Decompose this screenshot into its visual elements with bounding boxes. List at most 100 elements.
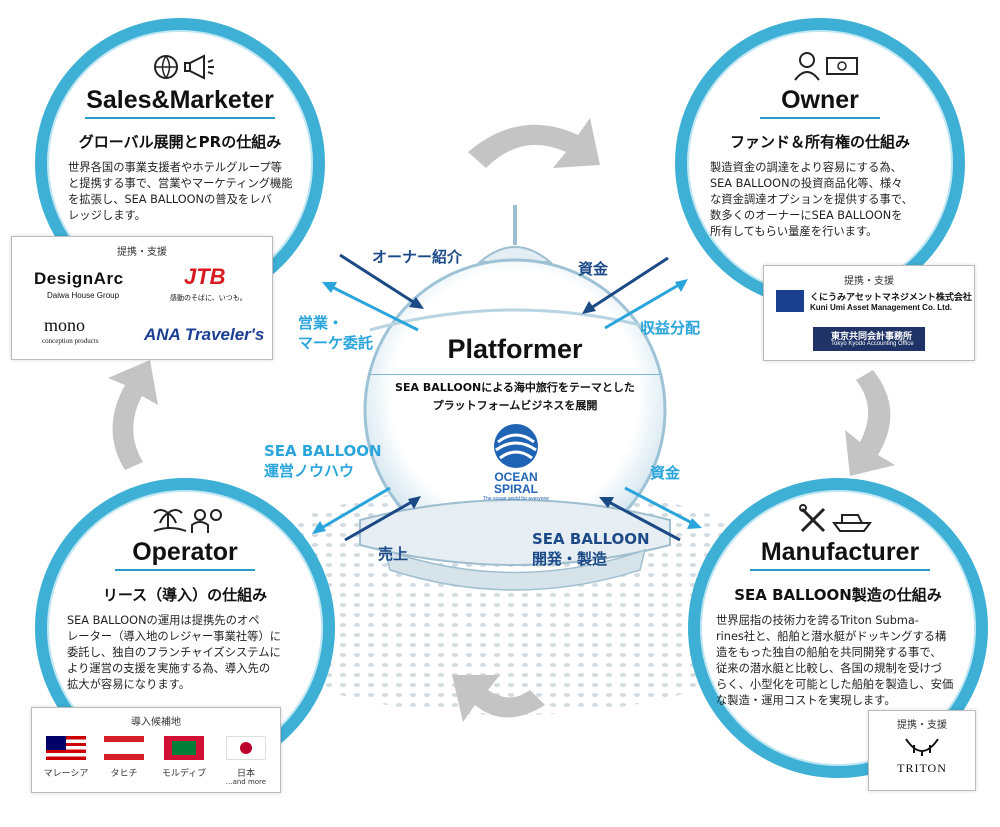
desc-line: 拡大が容易になります。 xyxy=(67,678,191,691)
desc-line: 世界屈指の技術力を誇るTriton Subma- xyxy=(716,614,919,627)
desc-line: 造をもった独自の船舶を共同開発する事で、 xyxy=(716,646,942,659)
mono-logo: mono xyxy=(44,315,86,335)
desc-line: 所有してもらい量産を行います。 xyxy=(710,225,878,238)
sales-description: 世界各国の事業支援者やホテルグループ等 と提携する事で、営業やマーケティング機能… xyxy=(68,160,308,224)
kuniumi-name-en: Kuni Umi Asset Management Co. Ltd. xyxy=(810,303,952,312)
triton-emblem xyxy=(905,738,939,756)
maldives-flag xyxy=(164,736,204,760)
logo-line: SPIRAL xyxy=(493,482,538,496)
mono-sub: conception products xyxy=(42,337,99,345)
desc-line: rines社と、船舶と潜水艇がドッキングする構 xyxy=(716,630,947,643)
flag-label-tahiti: タヒチ xyxy=(110,769,138,779)
and-more-label: ...and more xyxy=(225,778,267,786)
operator-candidates-box: 導入候補地 マレーシア タヒチ モルディブ 日本 ...and more xyxy=(31,707,281,793)
cycle-arrow-left xyxy=(108,360,158,470)
sales-icons xyxy=(152,52,222,80)
malaysia-flag xyxy=(46,736,86,760)
flow-sales-commission: 営業・ マーケ委託 xyxy=(298,313,373,353)
kuniumi-name-jp: くにうみアセットマネジメント株式会社 xyxy=(810,292,972,302)
desc-line: と提携する事で、営業やマーケティング機能 xyxy=(68,177,293,190)
tahiti-flag xyxy=(104,736,144,760)
platformer-title: Platformer xyxy=(447,334,583,364)
sales-title: Sales&Marketer xyxy=(85,86,275,119)
desc-line: らく、小型化を可能とした船舶を製造し、安価 xyxy=(716,678,954,691)
flag-label-japan: 日本 xyxy=(236,769,255,779)
flow-line: SEA BALLOON xyxy=(264,442,382,460)
platformer-description: SEA BALLOONによる海中旅行をテーマとした プラットフォームビジネスを展… xyxy=(370,374,660,415)
flag-label-malaysia: マレーシア xyxy=(43,769,89,779)
flow-line: 営業・ xyxy=(298,314,344,332)
triton-logo: TRITON xyxy=(897,761,947,775)
flow-line: SEA BALLOON xyxy=(532,530,650,548)
desc-line: SEA BALLOONの投資商品化等、様々 xyxy=(710,177,903,190)
cycle-arrow-top xyxy=(468,118,600,168)
jtb-tagline: 感動のそばに、いつも。 xyxy=(170,295,247,302)
desc-line: より運営の支援を実施する為、導入先の xyxy=(67,662,271,675)
designarc-logo: DesignArc xyxy=(34,269,124,288)
desc-line: 従来の潜水艇と比較し、各国の規制を受けづ xyxy=(716,662,942,675)
flow-operations-knowhow: SEA BALLOON 運営ノウハウ xyxy=(264,441,382,481)
flow-profit-share: 収益分配 xyxy=(640,319,701,337)
owner-subtitle: ファンド＆所有権の仕組み xyxy=(729,133,910,151)
flow-line: マーケ委託 xyxy=(298,334,374,352)
manufacturer-subtitle: SEA BALLOON製造の仕組み xyxy=(734,586,942,604)
sea-balloon-graphic xyxy=(359,205,671,591)
desc-line: 製造資金の調達をより容易にする為、 xyxy=(710,161,902,174)
logo-tagline: The ocean world for everyone xyxy=(482,496,550,502)
operator-title: Operator xyxy=(115,538,255,571)
sales-subtitle: グローバル展開とPRの仕組み xyxy=(78,133,282,151)
desc-line: レーター（導入地のレジャー事業社等）に xyxy=(67,630,282,643)
daiwa-logo: Daiwa House Group xyxy=(47,291,120,300)
manufacturer-partners-box: 提携・支援 TRITON xyxy=(868,710,976,791)
partners-title: 提携・支援 xyxy=(117,247,167,258)
kuniumi-mark xyxy=(776,290,804,312)
operator-subtitle: リース（導入）の仕組み xyxy=(102,586,268,604)
manufacturer-description: 世界屈指の技術力を誇るTriton Subma- rines社と、船舶と潜水艇が… xyxy=(716,613,971,709)
cycle-arrow-right xyxy=(845,370,895,476)
flow-development: SEA BALLOON 開発・製造 xyxy=(532,529,650,569)
desc-line: な資金調達オプションを提供する事で、 xyxy=(710,193,913,206)
flow-funds-bottom: 資金 xyxy=(650,464,681,482)
palm-island-icon xyxy=(153,509,187,532)
flow-sales-revenue: 売上 xyxy=(378,545,409,563)
flow-line: 開発・製造 xyxy=(532,550,608,568)
globe-pin-icon xyxy=(154,55,178,80)
flag-label-maldives: モルディブ xyxy=(161,769,207,779)
person-icon xyxy=(794,52,820,81)
desc-line: レッジします。 xyxy=(68,209,146,222)
desc-line: 数多くのオーナーにSEA BALLOONを xyxy=(710,209,903,222)
owner-icons xyxy=(793,50,863,82)
desc-line: SEA BALLOONによる海中旅行をテーマとした xyxy=(395,381,635,394)
desc-line: な製造・運用コストを実現します。 xyxy=(716,694,896,707)
sales-partners-box: 提携・支援 DesignArc Daiwa House Group JTB 感動… xyxy=(11,236,273,360)
owner-description: 製造資金の調達をより容易にする為、 SEA BALLOONの投資商品化等、様々 … xyxy=(710,160,950,240)
ocean-spiral-logo: OCEAN SPIRAL The ocean world for everyon… xyxy=(470,471,562,503)
megaphone-icon xyxy=(184,54,214,80)
desc-line: プラットフォームビジネスを展開 xyxy=(432,399,598,412)
ana-logo: ANA Traveler's xyxy=(144,325,265,344)
operator-icons xyxy=(150,503,224,535)
cycle-arrow-bottom xyxy=(452,675,545,722)
owner-partners-box: 提携・支援 くにうみアセットマネジメント株式会社 Kuni Umi Asset … xyxy=(763,265,975,361)
flow-owner-intro: オーナー紹介 xyxy=(372,248,463,266)
desc-line: 世界各国の事業支援者やホテルグループ等 xyxy=(68,161,282,174)
partners-title: 提携・支援 xyxy=(897,720,947,731)
desc-line: 委託し、独自のフランチャイズシステムに xyxy=(67,646,281,659)
manufacturer-icons xyxy=(798,503,872,535)
manufacturer-title: Manufacturer xyxy=(750,538,930,571)
tools-icon xyxy=(799,504,826,533)
logo-line: OCEAN xyxy=(494,470,538,484)
candidates-title: 導入候補地 xyxy=(131,717,181,728)
flow-arrows xyxy=(312,253,702,542)
tokyo-kyodo-name-jp: 東京共同会計事務所 xyxy=(831,331,913,341)
partners-title: 提携・支援 xyxy=(844,276,894,287)
flow-funds-top: 資金 xyxy=(578,260,609,278)
tokyo-kyodo-name-en: Tokyo Kyodo Accounting Office xyxy=(831,341,914,347)
staff-icon xyxy=(191,509,222,533)
japan-flag xyxy=(226,736,266,760)
tokyo-kyodo-logo: 東京共同会計事務所 Tokyo Kyodo Accounting Office xyxy=(813,327,925,351)
operator-description: SEA BALLOONの運用は提携先のオペ レーター（導入地のレジャー事業社等）… xyxy=(67,613,312,693)
desc-line: を拡張し、SEA BALLOONの普及をレバ xyxy=(68,193,272,206)
jtb-logo: JTB xyxy=(184,264,226,289)
